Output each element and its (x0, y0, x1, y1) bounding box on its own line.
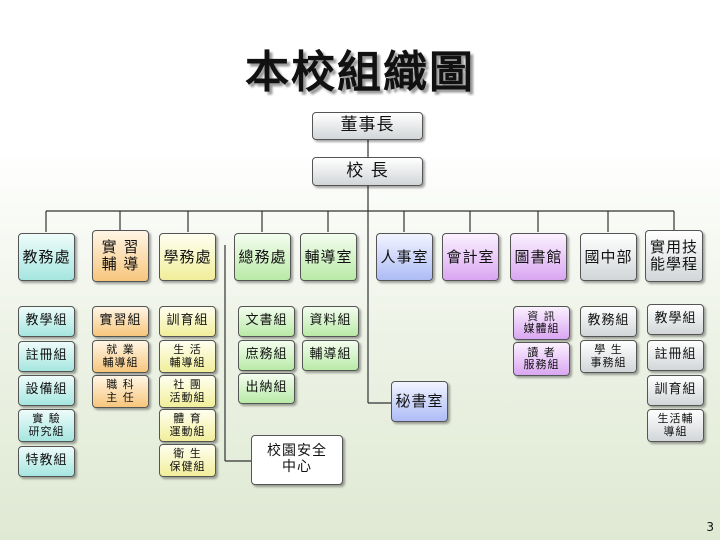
node-sa-life-guidance: 生 活 輔導組 (159, 340, 216, 373)
node-library: 圖書館 (510, 233, 567, 281)
node-sa-health: 衛 生 保健組 (159, 444, 216, 477)
node-acad-teaching: 教學組 (18, 306, 75, 337)
node-practical-program: 實用技 能學程 (645, 230, 703, 282)
node-ga-documents: 文書組 (238, 306, 295, 337)
node-jh-student-affairs: 學 生 事務組 (580, 340, 637, 373)
node-co-data: 資料組 (302, 306, 359, 337)
page-number: 3 (706, 520, 714, 534)
node-accounting-office: 會計室 (442, 233, 499, 281)
node-internship-guidance: 實 習 輔 導 (92, 230, 149, 282)
node-ga-cashier: 出納組 (238, 373, 295, 404)
node-academic-affairs: 教務處 (18, 233, 75, 281)
node-pr-discipline: 訓育組 (647, 375, 704, 406)
node-sa-physical-education: 體 育 運動組 (159, 409, 216, 442)
node-campus-safety-center: 校園安全 中心 (251, 435, 343, 485)
node-lib-reader-service: 讀 者 服務組 (513, 342, 570, 376)
node-co-guidance: 輔導組 (302, 340, 359, 371)
node-intern-practice: 實習組 (92, 306, 149, 337)
node-lib-media: 資 訊 媒體組 (513, 306, 570, 340)
node-intern-dept-head: 職 科 主 任 (92, 375, 149, 408)
node-pr-registration: 註冊組 (647, 340, 704, 371)
page-title: 本校組織圖 (245, 47, 475, 98)
node-personnel-office: 人事室 (376, 233, 433, 281)
node-acad-equipment: 設備組 (18, 375, 75, 406)
node-jh-academic: 教務組 (580, 306, 637, 337)
node-acad-special-ed: 特教組 (18, 446, 75, 477)
node-principal: 校 長 (312, 157, 423, 186)
node-junior-high: 國中部 (580, 233, 637, 281)
node-counseling-office: 輔導室 (300, 233, 357, 281)
node-sa-club-activities: 社 團 活動組 (159, 375, 216, 408)
node-intern-employment: 就 業 輔導組 (92, 340, 149, 373)
node-acad-registration: 註冊組 (18, 341, 75, 372)
node-sa-discipline: 訓育組 (159, 306, 216, 337)
node-acad-research: 實 驗 研究組 (18, 409, 75, 442)
node-pr-teaching: 教學組 (647, 304, 704, 335)
node-general-affairs: 總務處 (234, 233, 291, 281)
node-student-affairs: 學務處 (159, 233, 216, 281)
node-ga-general: 庶務組 (238, 340, 295, 371)
node-board-chairman: 董事長 (312, 112, 423, 140)
node-pr-life-guidance: 生活輔 導組 (647, 409, 704, 442)
node-secretary-office: 秘書室 (391, 381, 448, 422)
